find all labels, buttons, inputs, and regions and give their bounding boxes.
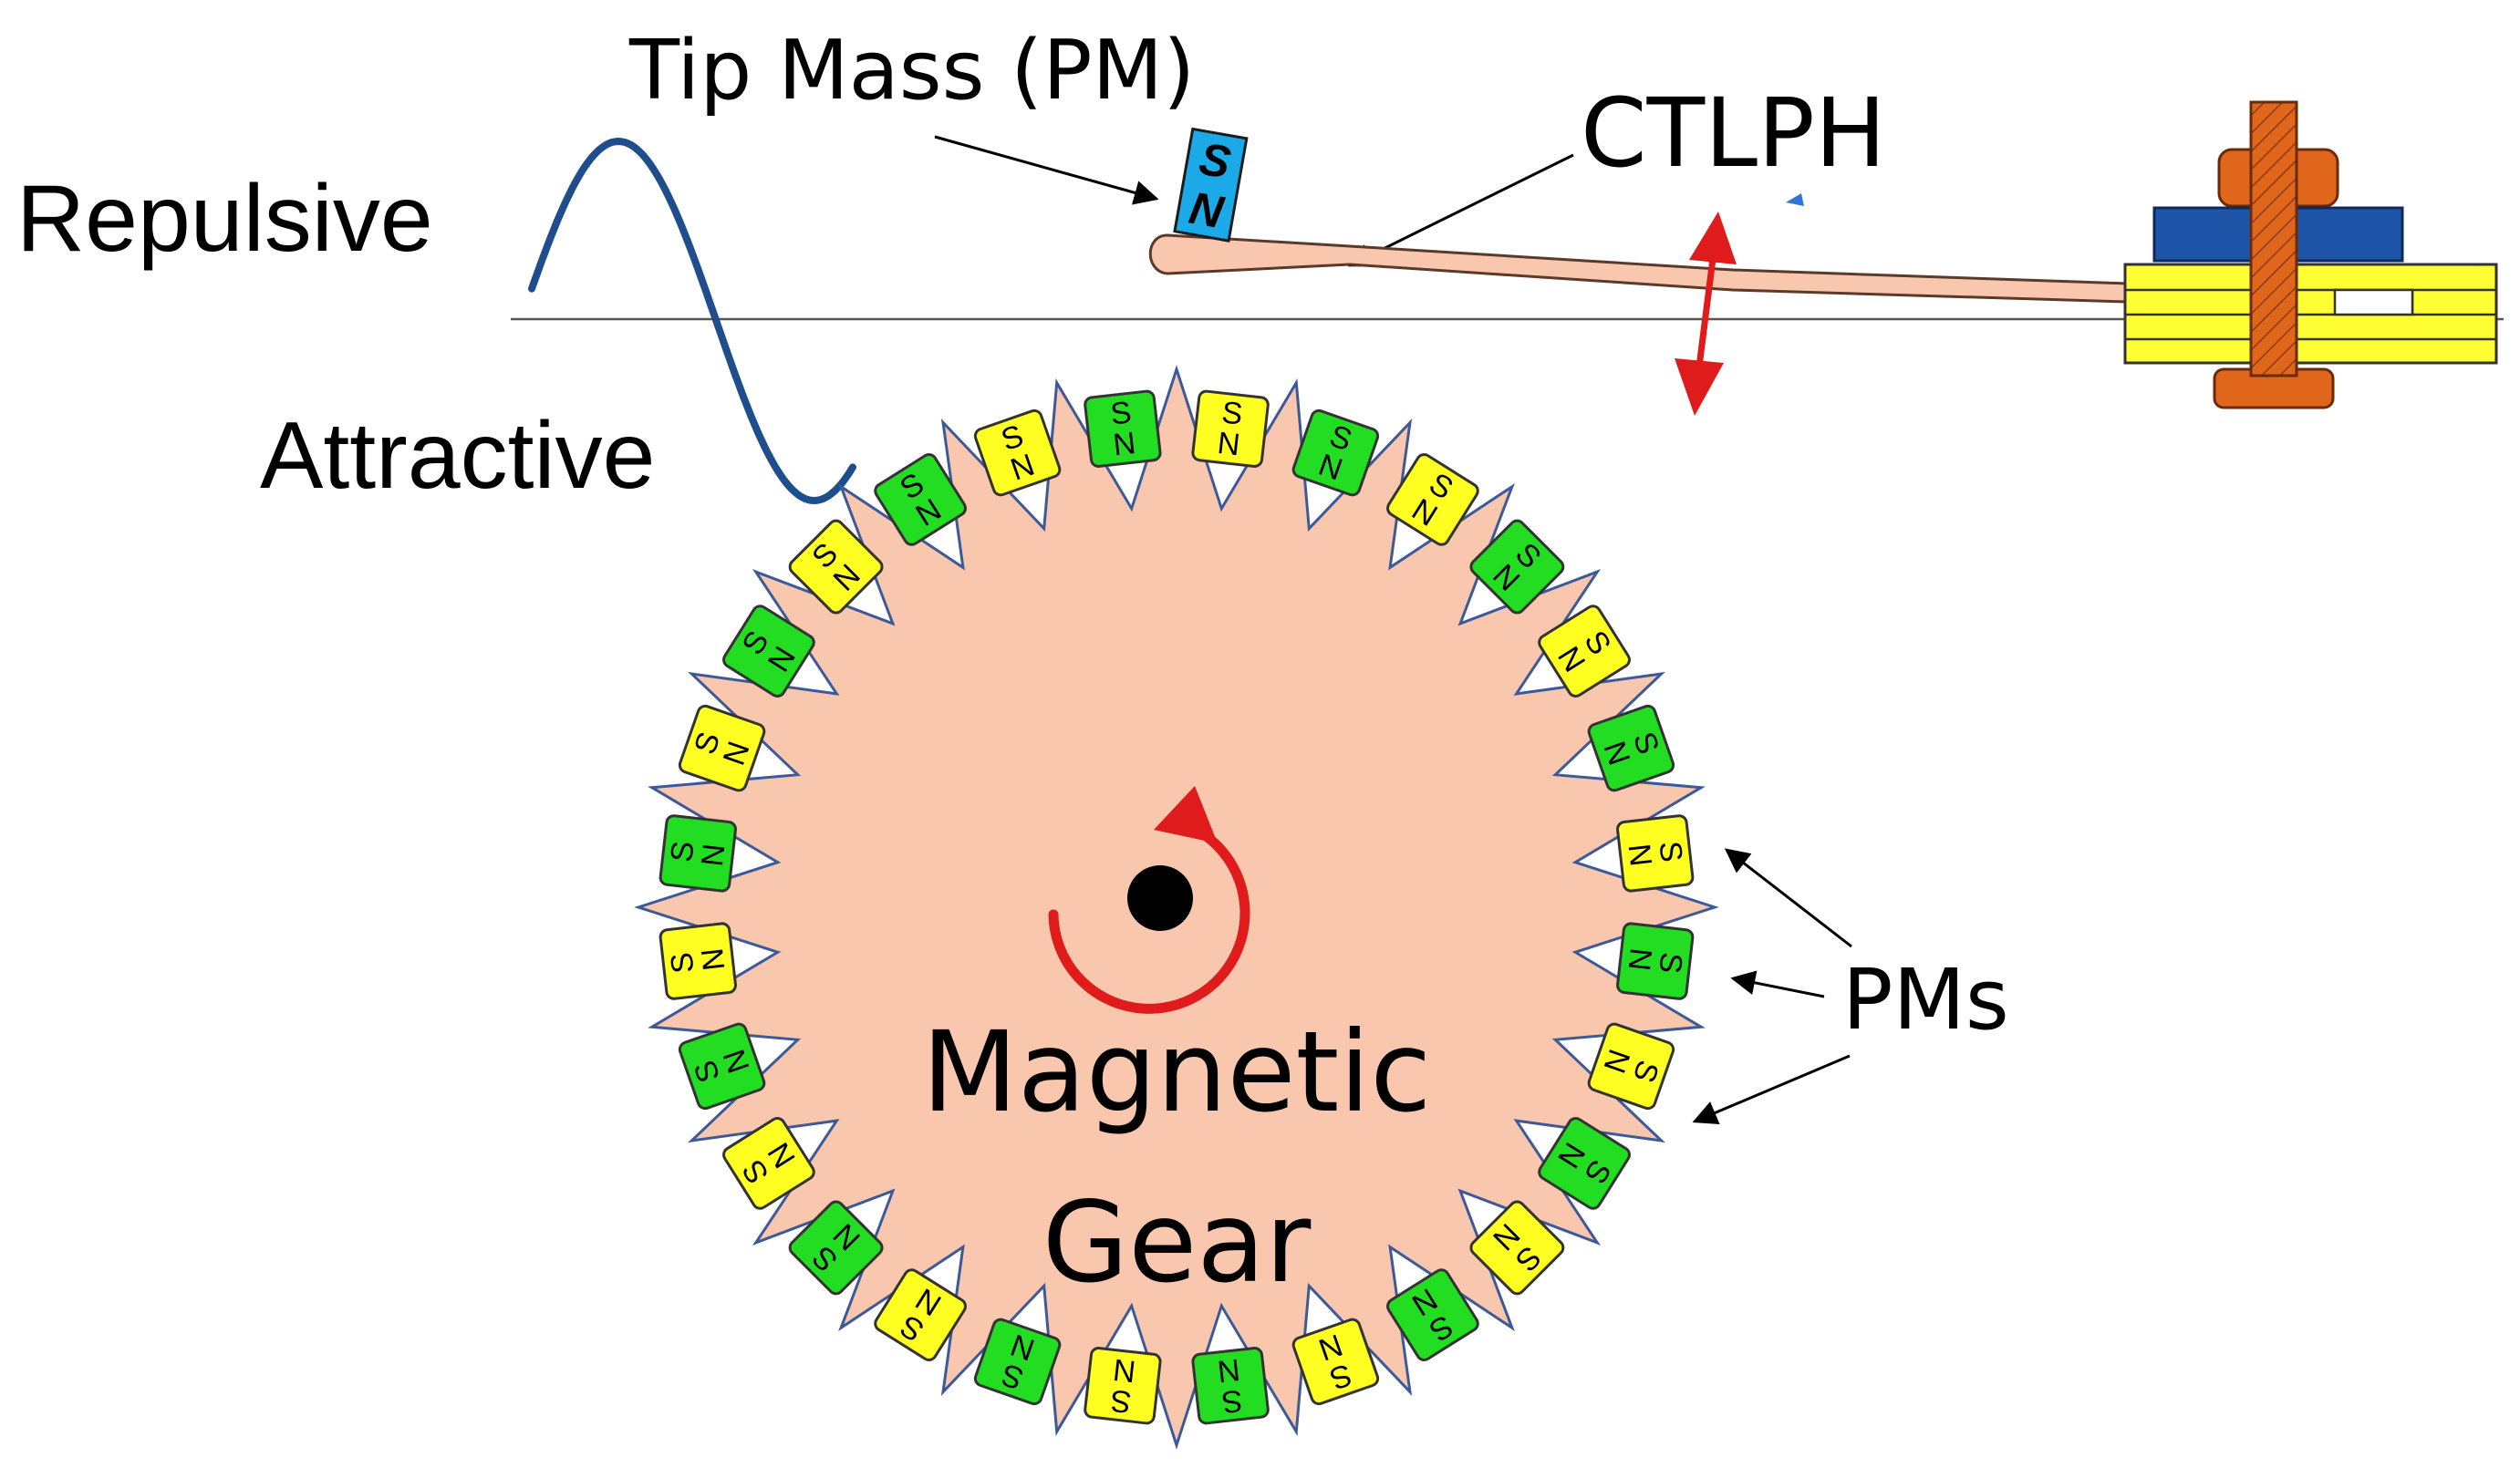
attractive-label: Attractive	[260, 403, 655, 509]
gear-magnet-body	[1386, 1268, 1479, 1361]
gear-magnet-inner-pole: N	[695, 946, 732, 973]
gear-magnet: SN	[1587, 1022, 1675, 1111]
vibration-arrow-icon	[1675, 212, 1737, 416]
gear-magnet-body	[722, 605, 815, 698]
gear-magnet: SN	[1538, 1117, 1631, 1210]
gear-magnet-body	[1616, 922, 1695, 1000]
gear-magnet-body	[973, 1318, 1062, 1406]
clamp-assembly	[2123, 100, 2498, 409]
gear-magnet-inner-pole: N	[1216, 1352, 1242, 1390]
force-wave	[528, 137, 856, 505]
gear-magnet: SN	[1291, 408, 1380, 497]
gear-magnet: SN	[722, 605, 815, 698]
gear-magnet: SN	[1084, 1347, 1162, 1425]
gear-magnet-inner-pole: N	[695, 842, 732, 868]
gear-magnet: SN	[973, 1318, 1062, 1406]
gear-magnet-body	[1616, 814, 1695, 893]
gear-magnet: SN	[788, 1200, 884, 1296]
gear-magnet-inner-pole: N	[1111, 426, 1137, 463]
gear-magnet: SN	[659, 814, 737, 893]
gear-label-line1: Magnetic	[922, 1008, 1432, 1137]
tip-magnet: S N	[1173, 127, 1249, 243]
gear-magnet: SN	[678, 704, 766, 792]
tip-mass-callout-arrow	[934, 135, 1159, 205]
gear-magnet: SN	[1386, 453, 1479, 546]
gear-hub	[1127, 865, 1193, 931]
gear-magnet-body	[1587, 704, 1675, 792]
gear-magnet: SN	[973, 408, 1062, 497]
gear-magnet-body	[874, 453, 967, 546]
gear-magnet-body	[1469, 1200, 1565, 1296]
gear-magnet-body	[1538, 1117, 1631, 1210]
pms-callout-arrow-1	[1724, 848, 1852, 948]
gear-magnet-outer-pole: S	[664, 840, 700, 864]
gear-magnet-body	[1291, 408, 1380, 497]
gear-magnet: SN	[1291, 1318, 1380, 1406]
ctlph-callout-arrow	[1347, 153, 1574, 267]
gear-magnet-outer-pole: S	[1220, 1382, 1245, 1419]
gear-magnet-outer-pole: S	[1652, 951, 1688, 976]
tip-mass-label: Tip Mass (PM)	[628, 23, 1195, 119]
gear-magnet-body	[659, 814, 737, 893]
gear-magnet-body	[1291, 1318, 1380, 1406]
gear-magnet-inner-pole: N	[1216, 426, 1242, 463]
gear-magnet-body	[973, 408, 1062, 497]
gear-magnet-outer-pole: S	[1109, 1382, 1134, 1419]
gear-magnet: SN	[1084, 389, 1162, 468]
ctlph-label: CTLPH	[1581, 78, 1886, 189]
gear-magnet: SN	[678, 1022, 766, 1111]
gear-magnet-body	[788, 519, 884, 615]
repulsive-label: Repulsive	[16, 166, 433, 272]
gear-magnet: SN	[1538, 605, 1631, 698]
gear-magnet-body	[1084, 1347, 1162, 1425]
gear-magnet: SN	[1587, 704, 1675, 792]
gear-magnet-body	[722, 1117, 815, 1210]
gear-magnet-body	[678, 704, 766, 792]
rotation-arrow-icon	[1048, 821, 1250, 1014]
gear-magnet: SN	[874, 453, 967, 546]
gear-magnet-body	[1191, 1347, 1270, 1425]
gear-magnet-outer-pole: S	[1109, 395, 1134, 431]
gear-magnet-body	[659, 922, 737, 1000]
pms-callout-arrow-3	[1692, 1054, 1851, 1124]
small-marker-icon	[1786, 193, 1804, 206]
gear-magnet-body	[874, 1268, 967, 1361]
gear-magnet-body	[1538, 605, 1631, 698]
clamp-bolt	[2249, 100, 2298, 377]
gear-magnet-outer-pole: S	[664, 951, 700, 976]
gear-magnet-body	[1191, 389, 1270, 468]
gear-magnet: SN	[1469, 1200, 1565, 1296]
gear-magnet-body	[788, 1200, 884, 1296]
gear-magnet-inner-pole: N	[1111, 1352, 1137, 1390]
gear-magnet-body	[1587, 1022, 1675, 1111]
gear-magnet: SN	[659, 922, 737, 1000]
gear-label-line2: Gear	[1042, 1178, 1312, 1308]
gear-magnet: SN	[1191, 389, 1270, 468]
tip-magnet-body	[1173, 127, 1249, 243]
gear-magnet-body	[1386, 453, 1479, 546]
gear-magnet: SN	[722, 1117, 815, 1210]
gear-magnet-outer-pole: S	[1220, 395, 1245, 431]
gear-magnet: SN	[1616, 814, 1695, 893]
gear-magnet: SN	[1386, 1268, 1479, 1361]
gear-magnet-inner-pole: N	[1622, 842, 1659, 868]
rotation-arrow-head	[1154, 786, 1218, 843]
gear-magnet-body	[1469, 519, 1565, 615]
pms-callout-arrow-2	[1730, 970, 1825, 998]
gear-magnet: SN	[1191, 1347, 1270, 1425]
gear-magnet: SN	[1469, 519, 1565, 615]
gear-magnet: SN	[788, 519, 884, 615]
pms-label: PMs	[1842, 951, 2009, 1049]
gear-magnet-outer-pole: S	[1652, 840, 1688, 864]
gear-magnet-inner-pole: N	[1622, 946, 1659, 973]
gear-magnet: SN	[1616, 922, 1695, 1000]
gear-magnet-body	[678, 1022, 766, 1111]
gear-magnet: SN	[874, 1268, 967, 1361]
gear-magnet-body	[1084, 389, 1162, 468]
